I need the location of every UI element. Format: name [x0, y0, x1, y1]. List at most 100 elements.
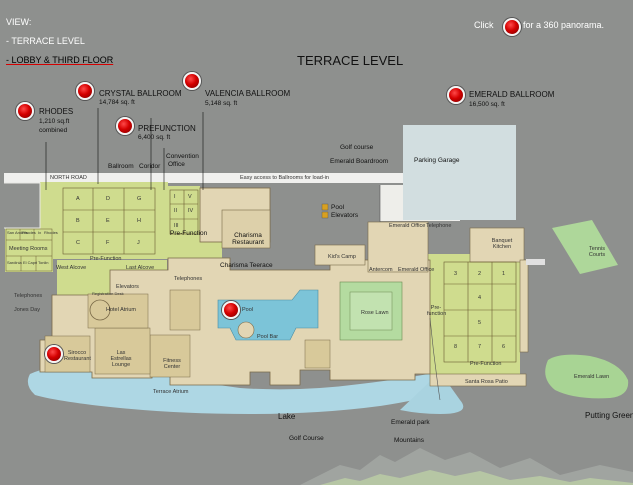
emerald-section-7: 7	[478, 344, 482, 350]
label-pool-bar: Pool Bar	[257, 334, 279, 340]
meeting-room-3: Ix	[38, 230, 42, 235]
label-easy-access: Easy access to Ballrooms for load-in	[240, 175, 329, 181]
label-antercom: Antercom	[369, 267, 393, 273]
panorama-emerald-button[interactable]	[447, 86, 465, 104]
label-fitness-center: Fitness Center	[163, 358, 181, 371]
emerald-section-6: 6	[502, 344, 506, 350]
label-parking-garage: Parking Garage	[414, 157, 460, 164]
crystal-section-e: E	[106, 218, 110, 224]
panorama-valencia-button[interactable]	[183, 72, 201, 90]
valencia-section-iv: IV	[188, 208, 194, 214]
label-telephones-mid: Telephones	[174, 276, 203, 282]
crystal-size: 14,784 sq. ft	[99, 99, 135, 106]
label-golf-course-bottom: Golf Course	[289, 435, 324, 442]
emerald-size: 16,500 sq. ft	[469, 101, 505, 108]
view-terrace-level-link[interactable]: - TERRACE LEVEL	[6, 36, 85, 46]
label-charisma-restaurant: Charisma Restaurant	[232, 232, 264, 247]
label-convention-2: Office	[168, 161, 185, 168]
prefunction-name: PREFUNCTION	[138, 124, 196, 133]
label-jones-day: Jones Day	[14, 307, 40, 313]
valencia-name: VALENCIA BALLROOM	[205, 89, 291, 98]
view-lobby-link[interactable]: - LOBBY & THIRD FLOOR	[6, 55, 114, 65]
meeting-room-7: Tonlin	[38, 260, 49, 265]
label-pre-function-right: Pre-function	[427, 305, 447, 318]
label-meeting-rooms: Meeting Rooms	[9, 246, 48, 252]
crystal-section-h: H	[137, 218, 141, 224]
emerald-section-4: 4	[478, 295, 482, 301]
crystal-section-g: G	[137, 196, 142, 202]
label-golf-course-top: Golf course	[340, 144, 374, 151]
crystal-section-a: A	[76, 196, 80, 202]
emerald-name: EMERALD BALLROOM	[469, 90, 555, 99]
emerald-ballroom-area	[428, 254, 520, 374]
label-prefunction-left: Pre-Function	[170, 230, 208, 237]
north-road-band	[4, 173, 444, 183]
meeting-room-5: Sardinia	[7, 260, 22, 265]
emerald-section-8: 8	[454, 344, 458, 350]
valencia-section-i: I	[174, 194, 176, 200]
meeting-rooms-area	[5, 228, 53, 272]
hint-click: Click	[474, 20, 494, 30]
panorama-prefunction-button[interactable]	[116, 117, 134, 135]
label-putting-green: Putting Green	[585, 411, 633, 420]
parking-garage	[403, 125, 516, 220]
crystal-section-c: C	[76, 240, 80, 246]
meeting-room-6: El Capri	[23, 260, 38, 265]
valencia-section-v: V	[188, 194, 192, 200]
emerald-section-5: 5	[478, 320, 482, 326]
label-emerald-office-2: Emerald Office	[398, 267, 435, 273]
crystal-section-d: D	[106, 196, 110, 202]
meeting-room-1: San Andres	[7, 230, 28, 235]
label-telephones-left: Telephones	[14, 293, 43, 299]
meeting-room-2: Rhodes	[22, 230, 36, 235]
emerald-section-1: 1	[502, 271, 506, 277]
panorama-sirocco-button[interactable]	[45, 345, 63, 363]
page-title: TERRACE LEVEL	[297, 53, 404, 68]
label-rose-lawn: Rose Lawn	[361, 310, 389, 316]
label-emerald-park: Emerald park	[391, 419, 430, 426]
label-santa-rosa-patio: Santa Rosa Patio	[465, 379, 508, 385]
meeting-room-4: Rhodes	[44, 230, 58, 235]
crystal-ballroom-area	[40, 182, 168, 259]
crystal-section-j: J	[137, 240, 140, 246]
label-las-estrellas: Las Estrellas Lounge	[110, 350, 132, 369]
label-north-road: NORTH ROAD	[50, 175, 87, 181]
panorama-hint-icon	[503, 18, 521, 36]
valencia-section-ii: II	[174, 208, 178, 214]
label-charisma-terrace: Charisma Teerace	[220, 262, 273, 269]
label-mountains: Mountains	[394, 437, 424, 444]
label-terrace-atrium: Terrace Atrium	[153, 389, 189, 395]
label-tennis-courts: Tennis Courts	[588, 246, 606, 259]
label-pool: Pool	[242, 307, 254, 313]
valencia-section-iii: III	[174, 223, 179, 229]
view-heading: VIEW:	[6, 17, 32, 27]
rhodes-note: combined	[39, 127, 68, 134]
label-lake: Lake	[278, 412, 296, 421]
panorama-crystal-button[interactable]	[76, 82, 94, 100]
valencia-size: 5,148 sq. ft	[205, 100, 238, 107]
hint-text: for a 360 panorama.	[523, 20, 605, 30]
label-emerald-boardroom: Emerald Boardroom	[330, 158, 389, 165]
crystal-ballroom-grid	[62, 187, 156, 255]
label-banquet-kitchen: Banquet Kitchen	[491, 238, 513, 251]
emerald-lawn	[545, 354, 629, 399]
label-elevators-left: Elevators	[116, 284, 139, 290]
label-emerald-lawn: Emerald Lawn	[574, 374, 610, 380]
prefunction-size: 6,400 sq. ft	[138, 134, 171, 141]
label-telephone: Telephone	[426, 223, 452, 229]
panorama-pool-button[interactable]	[222, 301, 240, 319]
label-emerald-office: Emerald Office	[389, 223, 426, 229]
label-prefunction-inner: Pre-Function	[90, 256, 122, 262]
label-hotel-atrium: Hotel Atrium	[106, 307, 136, 313]
emerald-section-3: 3	[454, 271, 458, 277]
crystal-name: CRYSTAL BALLROOM	[99, 89, 182, 98]
crystal-section-b: B	[76, 218, 80, 224]
label-ballroom: Ballroom	[108, 163, 134, 170]
panorama-rhodes-button[interactable]	[16, 102, 34, 120]
label-convention-1: Convention	[166, 153, 199, 160]
label-elevators-legend: Elevators	[331, 212, 359, 219]
label-kids-camp: Kid's Camp	[328, 254, 356, 260]
emerald-section-2: 2	[478, 271, 482, 277]
